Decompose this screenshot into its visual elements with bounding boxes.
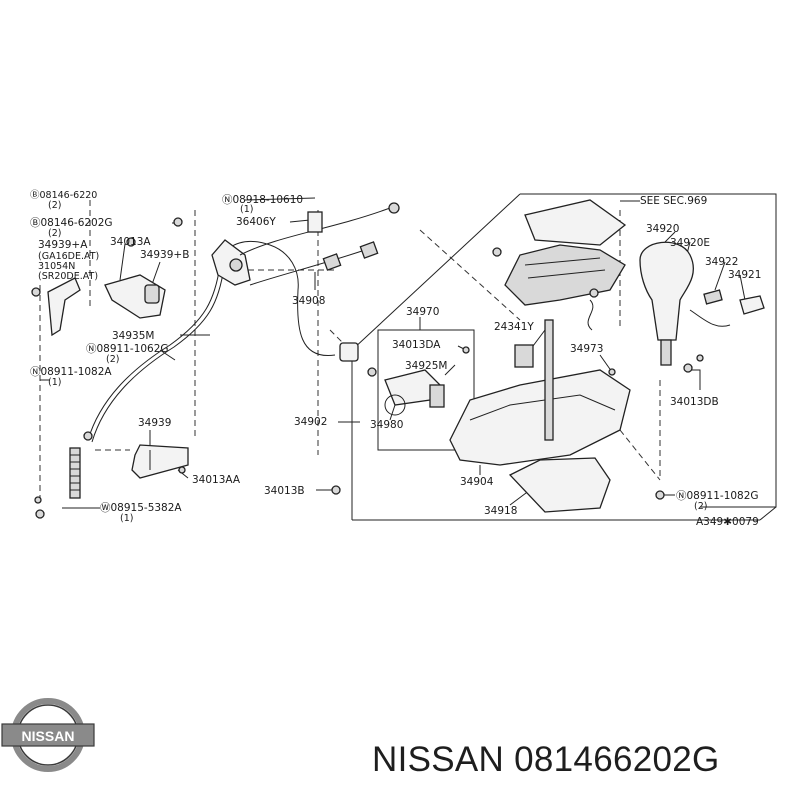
label-34013B: 34013B <box>264 485 305 497</box>
label-GA16DE: (GA16DE.AT) <box>38 251 99 262</box>
label-08918-10610: Ⓝ08918-10610 <box>222 194 303 206</box>
label-34013DB: 34013DB <box>670 396 719 408</box>
shift-knob <box>639 241 765 373</box>
label-34980: 34980 <box>370 419 403 431</box>
label-34939: 34939 <box>138 417 171 429</box>
left-bracket-group <box>31 217 183 337</box>
label-08915-5382A: Ⓦ08915-5382A <box>100 502 182 514</box>
label-qty: (2) <box>48 200 61 211</box>
label-36406Y: 36406Y <box>236 216 276 228</box>
label-34920E: 34920E <box>670 237 710 249</box>
label-SR20DE: (SR20DE.AT) <box>38 271 98 282</box>
label-24341Y: 24341Y <box>494 321 534 333</box>
label-qty: (2) <box>106 354 119 365</box>
label-08911-1062G: Ⓝ08911-1062G <box>86 343 169 355</box>
label-34904: 34904 <box>460 476 494 488</box>
bracket-34939 <box>131 444 189 479</box>
label-31054N: 31054N <box>38 261 75 272</box>
label-34922: 34922 <box>705 256 738 268</box>
label-34902: 34902 <box>294 416 327 428</box>
label-08146-6220: Ⓑ08146-6220 <box>30 190 97 201</box>
label-qty: (1) <box>120 513 133 524</box>
label-34920: 34920 <box>646 223 679 235</box>
label-08146-6202G: Ⓑ08146-6202G <box>30 217 113 229</box>
part-labels: Ⓑ08146-6220 (2) Ⓑ08146-6202G (2) 34939+A… <box>30 190 761 528</box>
label-34013AA: 34013AA <box>192 474 241 486</box>
label-08911-1082A: Ⓝ08911-1082A <box>30 366 112 378</box>
label-qty: (2) <box>694 501 707 512</box>
shift-cable <box>34 202 400 519</box>
label-34013A: 34013A <box>110 236 151 248</box>
label-qty: (2) <box>48 228 61 239</box>
part-number-caption: NISSAN 081466202G <box>372 740 720 779</box>
indicator-cover <box>492 199 627 331</box>
label-see-sec-969: SEE SEC.969 <box>640 195 707 207</box>
shifter-base <box>331 319 665 513</box>
svg-text:NISSAN: NISSAN <box>22 728 75 744</box>
label-diagram-code: A349✱0079 <box>696 516 759 528</box>
label-34939B: 34939+B <box>140 249 189 261</box>
label-08911-1082G: Ⓝ08911-1082G <box>676 490 759 502</box>
label-34921: 34921 <box>728 269 761 281</box>
label-34013DA: 34013DA <box>392 339 441 351</box>
label-34908: 34908 <box>292 295 325 307</box>
label-34939A: 34939+A <box>38 239 88 251</box>
sub-box-34970 <box>367 329 475 451</box>
label-qty: (1) <box>48 377 61 388</box>
label-34935M: 34935M <box>112 330 154 342</box>
label-34973: 34973 <box>570 343 603 355</box>
label-qty: (1) <box>240 204 253 215</box>
label-34925M: 34925M <box>405 360 447 372</box>
nissan-logo: NISSAN <box>1 698 95 772</box>
label-34918: 34918 <box>484 505 517 517</box>
label-34970: 34970 <box>406 306 439 318</box>
